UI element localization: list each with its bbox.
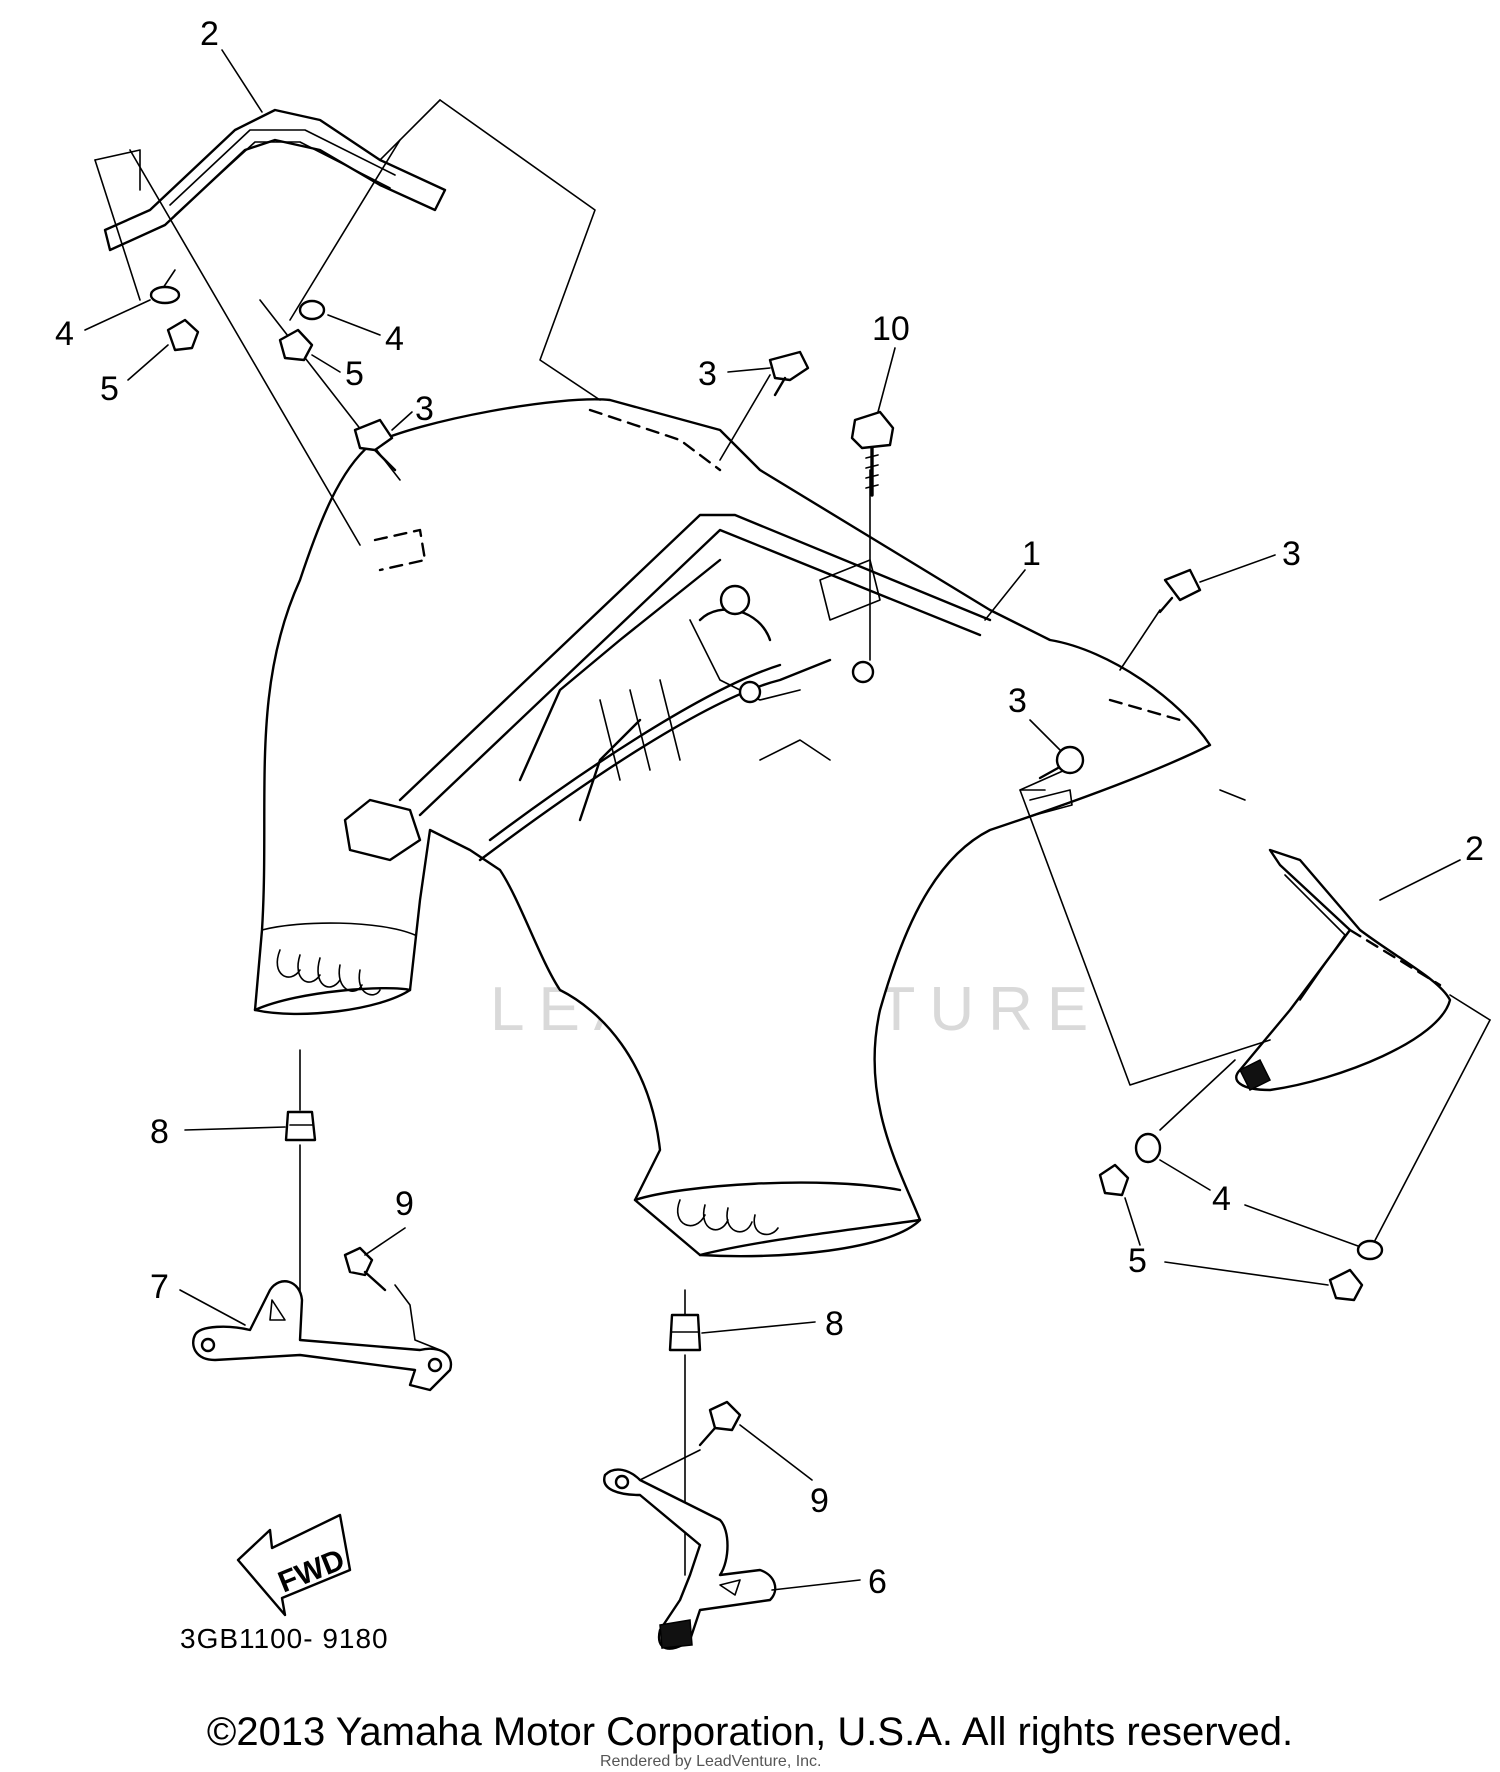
- callout-3-right: 3: [1282, 535, 1301, 573]
- part-5-nut-left: [166, 318, 200, 352]
- part-5-nut-right-a: [1098, 1163, 1130, 1197]
- left-footrest-pattern: [276, 949, 381, 996]
- part-1-rear-fender: [253, 398, 1212, 1258]
- callout-10: 10: [872, 310, 910, 348]
- part-2-right-mud-flap: [1235, 848, 1452, 1092]
- part-6-stay-bracket: [603, 1468, 777, 1650]
- callout-9-left: 9: [395, 1185, 414, 1223]
- callout-4-left: 4: [55, 315, 74, 353]
- part-8-grommet-left: [284, 1110, 317, 1142]
- part-7-stay-bracket: [192, 1280, 453, 1392]
- copyright-notice: ©2013 Yamaha Motor Corporation, U.S.A. A…: [206, 1710, 1294, 1754]
- part-4-washer-right-a: [1134, 1132, 1162, 1164]
- part-3-screw-top-center: [768, 350, 810, 397]
- callout-4-right: 4: [1212, 1180, 1231, 1218]
- right-footrest-pattern: [677, 1199, 779, 1236]
- callout-9-right: 9: [810, 1482, 829, 1520]
- part-4-washer-right-b: [1356, 1239, 1384, 1261]
- part-8-grommet-right: [668, 1313, 702, 1352]
- callout-3-left: 3: [415, 390, 434, 428]
- callout-2-right: 2: [1465, 830, 1484, 868]
- part-4-washer-center: [298, 299, 326, 321]
- part-9-bolt-right: [698, 1400, 742, 1447]
- part-10-bolt: [850, 410, 895, 497]
- diagram-code: 3GB1100- 9180: [180, 1623, 389, 1654]
- part-2-left-mud-flap: [103, 108, 447, 252]
- fwd-arrow-icon: FWD: [236, 1513, 352, 1617]
- part-3-screw-right: [1158, 568, 1202, 614]
- callout-8-right: 8: [825, 1305, 844, 1343]
- part-3-screw-mid-right: [1038, 745, 1085, 780]
- callout-7: 7: [150, 1268, 169, 1306]
- callout-5-right: 5: [1128, 1242, 1147, 1280]
- callout-6: 6: [868, 1563, 887, 1601]
- callout-3-top-center: 3: [698, 355, 717, 393]
- part-5-nut-right-b: [1328, 1268, 1364, 1302]
- callout-3-mid-right: 3: [1008, 682, 1027, 720]
- callout-4-center: 4: [385, 320, 404, 358]
- part-5-nut-center: [278, 328, 314, 362]
- callout-2-top-left: 2: [200, 15, 219, 53]
- callout-1: 1: [1022, 535, 1041, 573]
- callout-5-left: 5: [100, 370, 119, 408]
- rendered-by-note: Rendered by LeadVenture, Inc.: [600, 1753, 822, 1770]
- part-4-washer-left: [149, 285, 181, 305]
- callout-8-left: 8: [150, 1113, 169, 1151]
- callout-labels: 2 4 5 4 5 3 3 10 1 3 3 2 4 5 8 8: [55, 15, 1484, 1601]
- callout-5-center: 5: [345, 355, 364, 393]
- part-3-screw-left: [353, 418, 397, 472]
